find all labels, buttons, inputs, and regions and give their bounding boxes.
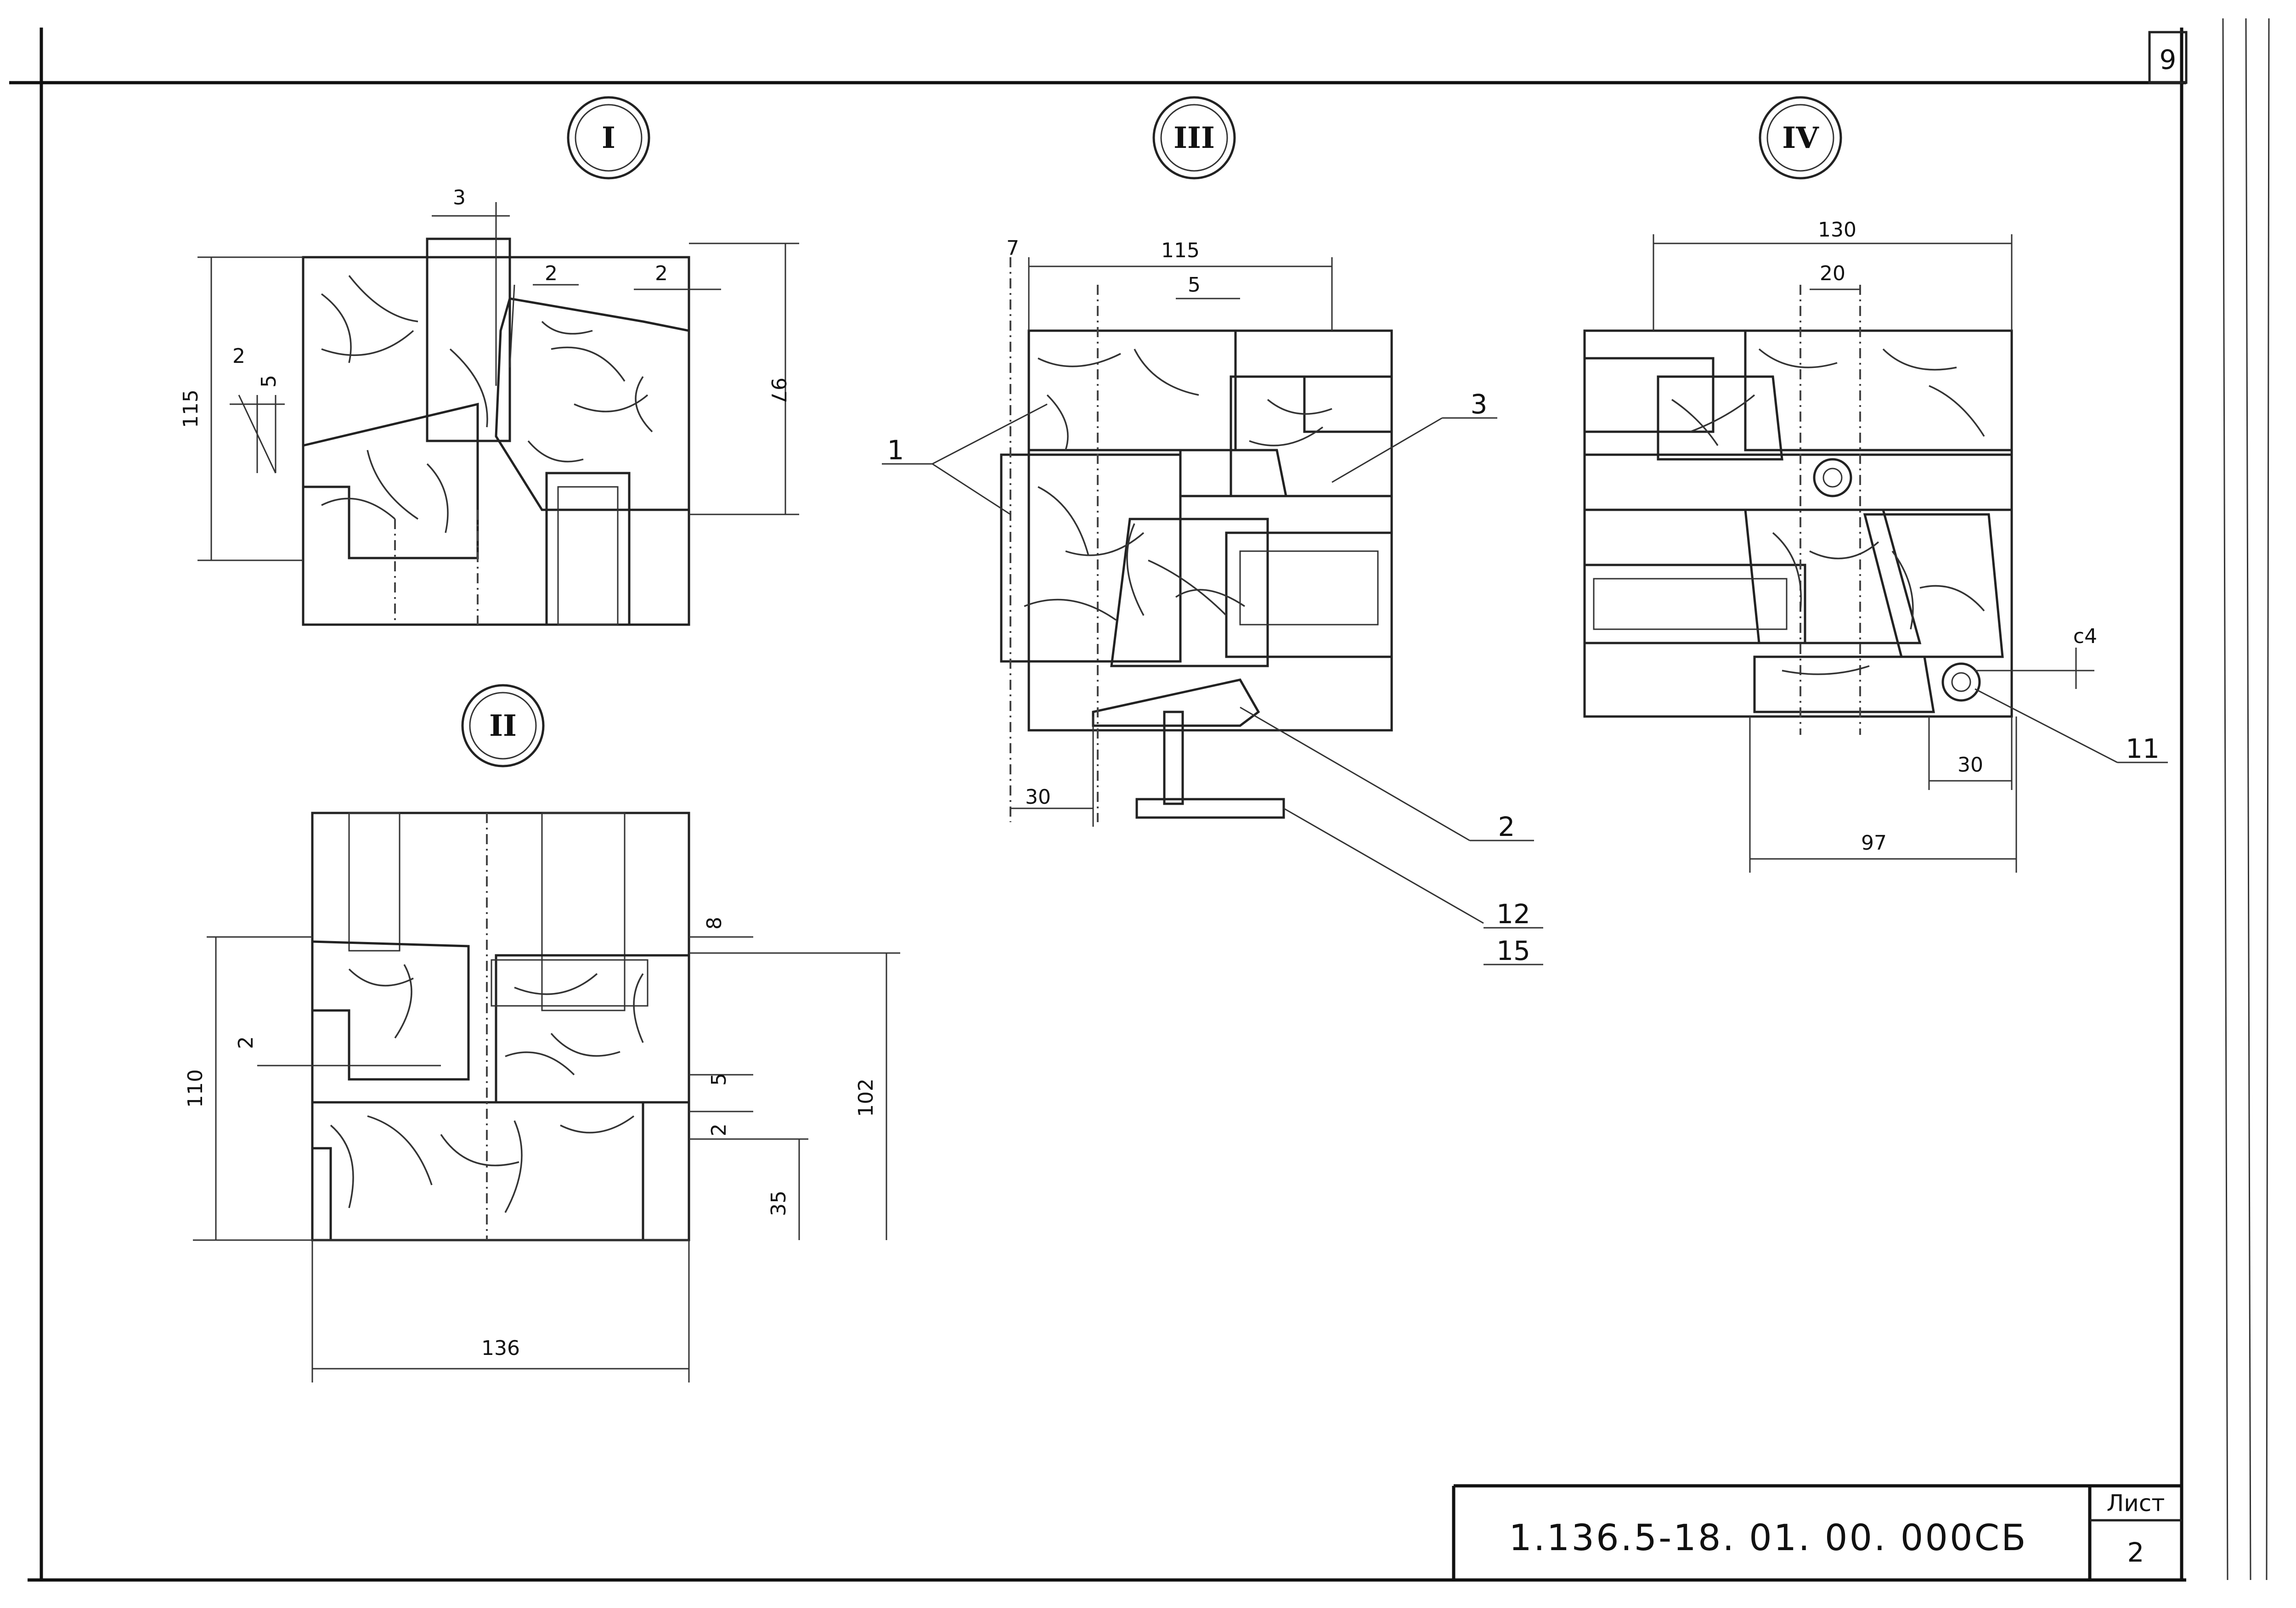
- detail-II-dim-8: 8: [703, 917, 726, 930]
- detail-II-mark: II: [461, 684, 545, 767]
- document-code: 1.136.5-18. 01. 00. 000СБ: [1509, 1518, 2027, 1559]
- detail-III-callout-3: 3: [1471, 389, 1488, 420]
- hinge-pin-lower-icon: [1941, 662, 1981, 702]
- detail-II-dim-136: 136: [481, 1337, 520, 1360]
- detail-III: III: [882, 96, 1543, 966]
- detail-III-dim-115: 115: [1161, 239, 1200, 262]
- detail-III-label: III: [1173, 121, 1215, 155]
- detail-II-dim-102: 102: [854, 1078, 878, 1117]
- detail-III-dim-30: 30: [1025, 785, 1051, 809]
- detail-I-dim-2a: 2: [545, 262, 558, 285]
- detail-II: II 8 2 5: [184, 684, 900, 1382]
- detail-II-dim-5: 5: [707, 1073, 731, 1086]
- detail-I: I 3 2: [179, 96, 799, 626]
- detail-III-callout-12: 12: [1496, 898, 1530, 930]
- detail-IV-dim-97: 97: [1861, 831, 1887, 855]
- detail-I-mark: I: [567, 96, 650, 180]
- detail-II-dim-110: 110: [184, 1069, 207, 1108]
- detail-I-dim-97: 97: [767, 378, 790, 403]
- detail-IV-dim-130: 130: [1818, 218, 1856, 242]
- detail-III-section: [882, 257, 1543, 965]
- detail-IV-label: IV: [1782, 121, 1819, 155]
- detail-I-dim-5: 5: [257, 375, 281, 388]
- detail-II-section: [193, 812, 900, 1382]
- detail-IV-callout-11: 11: [2126, 733, 2160, 764]
- page-number: 9: [2160, 44, 2177, 75]
- detail-IV-dim-c4: c4: [2073, 625, 2097, 648]
- detail-II-dim-35: 35: [767, 1190, 790, 1216]
- hinge-pin-upper-icon: [1813, 458, 1852, 497]
- detail-IV: IV: [1583, 96, 2168, 873]
- detail-III-callout-2: 2: [1498, 811, 1515, 842]
- detail-I-dim-3: 3: [453, 186, 466, 209]
- detail-IV-mark: IV: [1759, 96, 1842, 180]
- detail-I-dim-2c: 2: [232, 344, 245, 368]
- sheet-label: Лист: [2107, 1490, 2165, 1517]
- detail-II-dim-2a: 2: [234, 1036, 258, 1049]
- detail-I-dim-115: 115: [179, 389, 203, 428]
- title-block: [1452, 1484, 2182, 1580]
- detail-I-label: I: [602, 121, 615, 155]
- detail-IV-dim-30: 30: [1958, 753, 1983, 777]
- detail-III-dim-7: 7: [1006, 237, 1019, 260]
- detail-III-dim-5: 5: [1188, 273, 1201, 297]
- sheet-frame: [9, 18, 2270, 1582]
- detail-III-callout-1: 1: [887, 434, 904, 466]
- detail-IV-dim-20: 20: [1820, 262, 1845, 285]
- detail-I-dim-2b: 2: [655, 262, 668, 285]
- detail-III-callout-15: 15: [1496, 935, 1530, 966]
- sheet-number: 2: [2127, 1537, 2144, 1568]
- detail-IV-section: [1583, 234, 2168, 873]
- detail-II-dim-2b: 2: [707, 1123, 731, 1136]
- detail-I-section: [197, 202, 799, 626]
- detail-II-label: II: [489, 709, 517, 743]
- detail-III-mark: III: [1152, 96, 1236, 180]
